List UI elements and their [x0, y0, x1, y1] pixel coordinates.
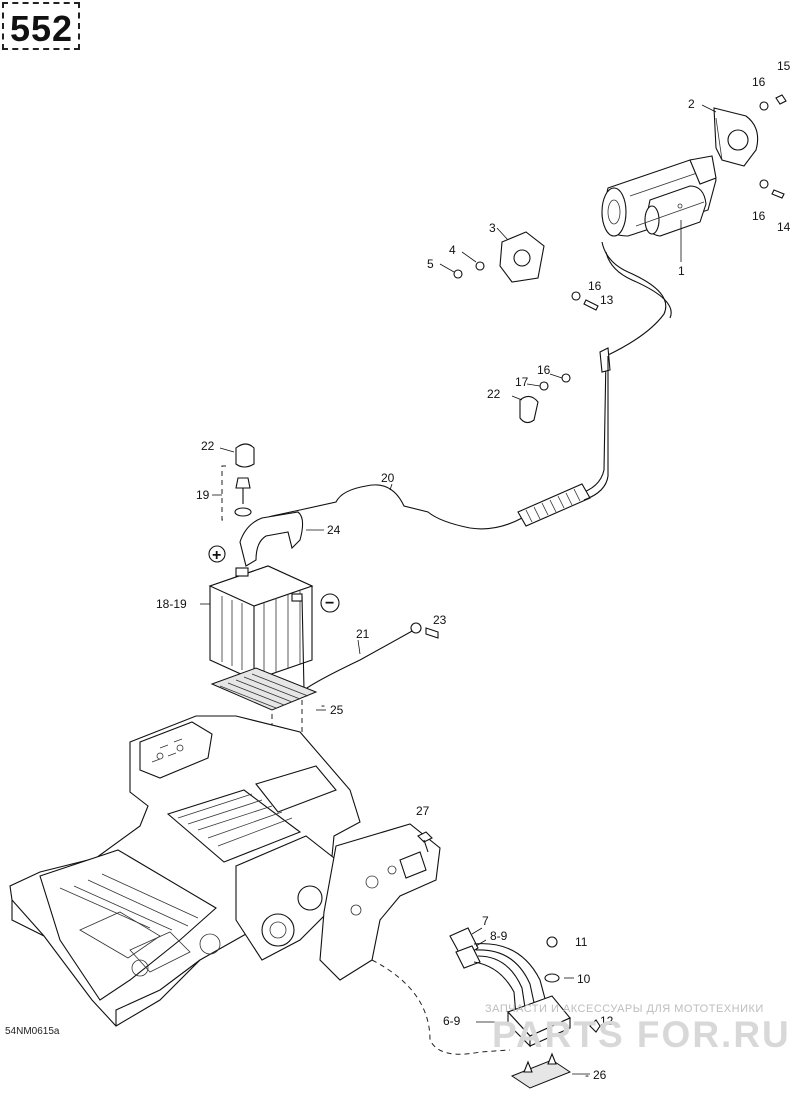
callout-18-19: 18-19 [156, 597, 187, 611]
callout-22-b: 22 [201, 439, 215, 453]
chassis-frame [9, 715, 441, 1027]
callout-22-a: 22 [487, 387, 501, 401]
callout-15: 15 [777, 59, 791, 73]
starter-bracket-front [499, 231, 545, 283]
cable-terminal-hardware [235, 373, 571, 468]
watermark-tagline: ЗАПЧАСТИ И АКСЕССУАРЫ ДЛЯ МОТОТЕХНИКИ [485, 1003, 764, 1015]
drawing-code: 54NM0615a [5, 1026, 60, 1037]
callout-7: 7 [482, 914, 489, 928]
positive-cable [249, 241, 672, 549]
starter-bracket-rear [713, 107, 759, 167]
callout-6-9: 6-9 [443, 1014, 461, 1028]
callout-26: 26 [593, 1068, 607, 1082]
callout-16-b: 16 [752, 209, 766, 223]
callout-10: 10 [577, 972, 591, 986]
callout-13: 13 [600, 293, 614, 307]
callout-25-dash: - [321, 698, 325, 712]
positive-terminal-symbol: + [212, 547, 221, 564]
callouts: 1 2 3 4 5 7 8-9 6-9 10 11 12 13 14 15 16… [156, 59, 791, 1082]
battery-bolt-stack [221, 465, 252, 521]
callout-27: 27 [416, 804, 430, 818]
frame-bolt [417, 831, 433, 853]
callout-3: 3 [489, 221, 496, 235]
callout-11: 11 [575, 935, 588, 949]
callout-5: 5 [427, 257, 434, 271]
callout-4: 4 [449, 243, 456, 257]
callout-14: 14 [777, 220, 791, 234]
negative-cable [301, 595, 439, 692]
callout-16-c: 16 [588, 279, 602, 293]
battery [208, 545, 340, 681]
callout-16-d: 16 [537, 363, 551, 377]
callout-23: 23 [433, 613, 447, 627]
callout-24: 24 [327, 523, 341, 537]
negative-terminal-symbol: − [325, 595, 334, 612]
callout-1: 1 [678, 264, 685, 278]
callout-17: 17 [515, 375, 529, 389]
positive-strap [239, 511, 304, 567]
callout-26-dash: - [585, 1068, 589, 1082]
battery-pad [210, 667, 318, 711]
watermark-logo: PARTS FOR.RU [492, 1014, 791, 1055]
page-number-box: 552 [2, 2, 80, 50]
leader-lines [200, 104, 717, 1075]
callout-19: 19 [196, 488, 210, 502]
callout-25: 25 [330, 703, 344, 717]
callout-2: 2 [688, 97, 695, 111]
callout-16-a: 16 [752, 75, 766, 89]
starter-motor [601, 155, 717, 237]
callout-12: 12 [600, 1014, 614, 1028]
callout-20: 20 [381, 471, 395, 485]
starter-fasteners [453, 94, 787, 311]
regulator-assembly [449, 927, 601, 1089]
callout-8-9: 8-9 [490, 929, 508, 943]
page-number: 552 [10, 8, 74, 49]
callout-21: 21 [356, 627, 370, 641]
